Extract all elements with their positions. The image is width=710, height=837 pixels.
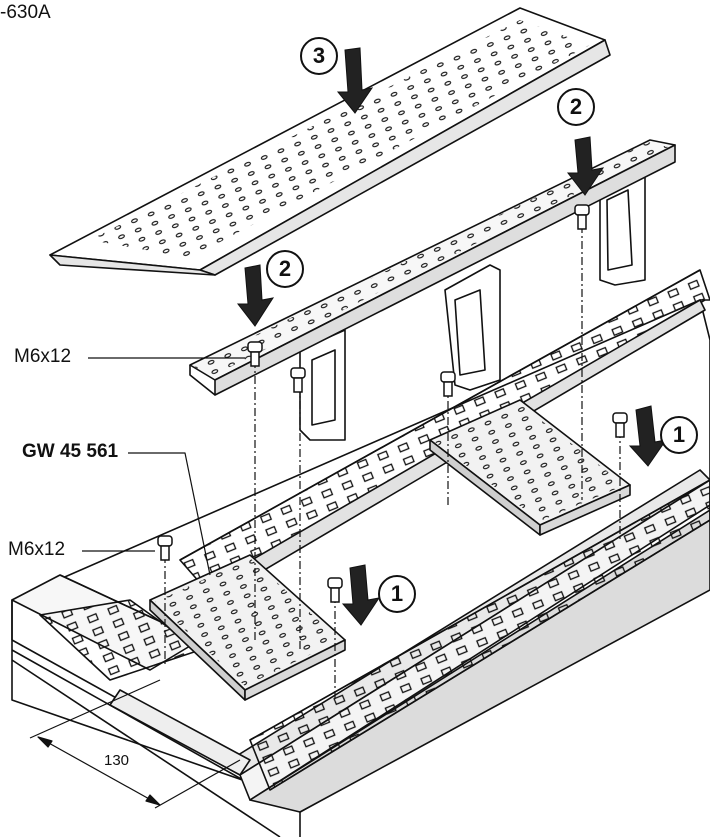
arrow-step-1b	[341, 564, 381, 626]
upper-mounting-rail	[189, 139, 676, 396]
arrow-step-2b	[236, 264, 275, 327]
screw-m6-right	[612, 412, 628, 438]
dimension-130	[29, 679, 241, 809]
cross-plate-back	[429, 399, 631, 536]
step-badge-3: 3	[300, 37, 338, 75]
cross-plate-front	[149, 554, 346, 701]
screw-m6-bottom	[327, 577, 343, 603]
screw-m6-top-left	[247, 341, 263, 367]
step-badge-1-right: 1	[660, 416, 698, 454]
screw-size-label-top: M6x12	[14, 346, 72, 367]
front-din-rail	[249, 479, 710, 791]
arrow-step-3	[336, 47, 374, 114]
callout-leaders	[82, 357, 245, 576]
screws	[157, 204, 628, 603]
screw-m6-center	[440, 371, 456, 397]
header-label: -630A	[0, 2, 51, 23]
part-number-label: GW 45 561	[22, 441, 119, 462]
step-badge-2-lower: 2	[266, 250, 304, 288]
screw-m6-bottom-left	[157, 535, 173, 561]
step-badge-2-upper: 2	[557, 88, 595, 126]
arrow-step-1a	[628, 405, 668, 467]
dimension-label: 130	[104, 752, 130, 769]
screw-size-label-bottom: M6x12	[8, 539, 66, 560]
direction-arrows	[236, 47, 668, 626]
step-badge-1-lower: 1	[378, 575, 416, 613]
arrow-step-2a	[566, 136, 605, 196]
screw-m6-left-2	[290, 367, 306, 393]
top-cover	[49, 7, 611, 276]
screw-m6-right-top	[574, 204, 590, 230]
alignment-lines	[164, 225, 621, 700]
